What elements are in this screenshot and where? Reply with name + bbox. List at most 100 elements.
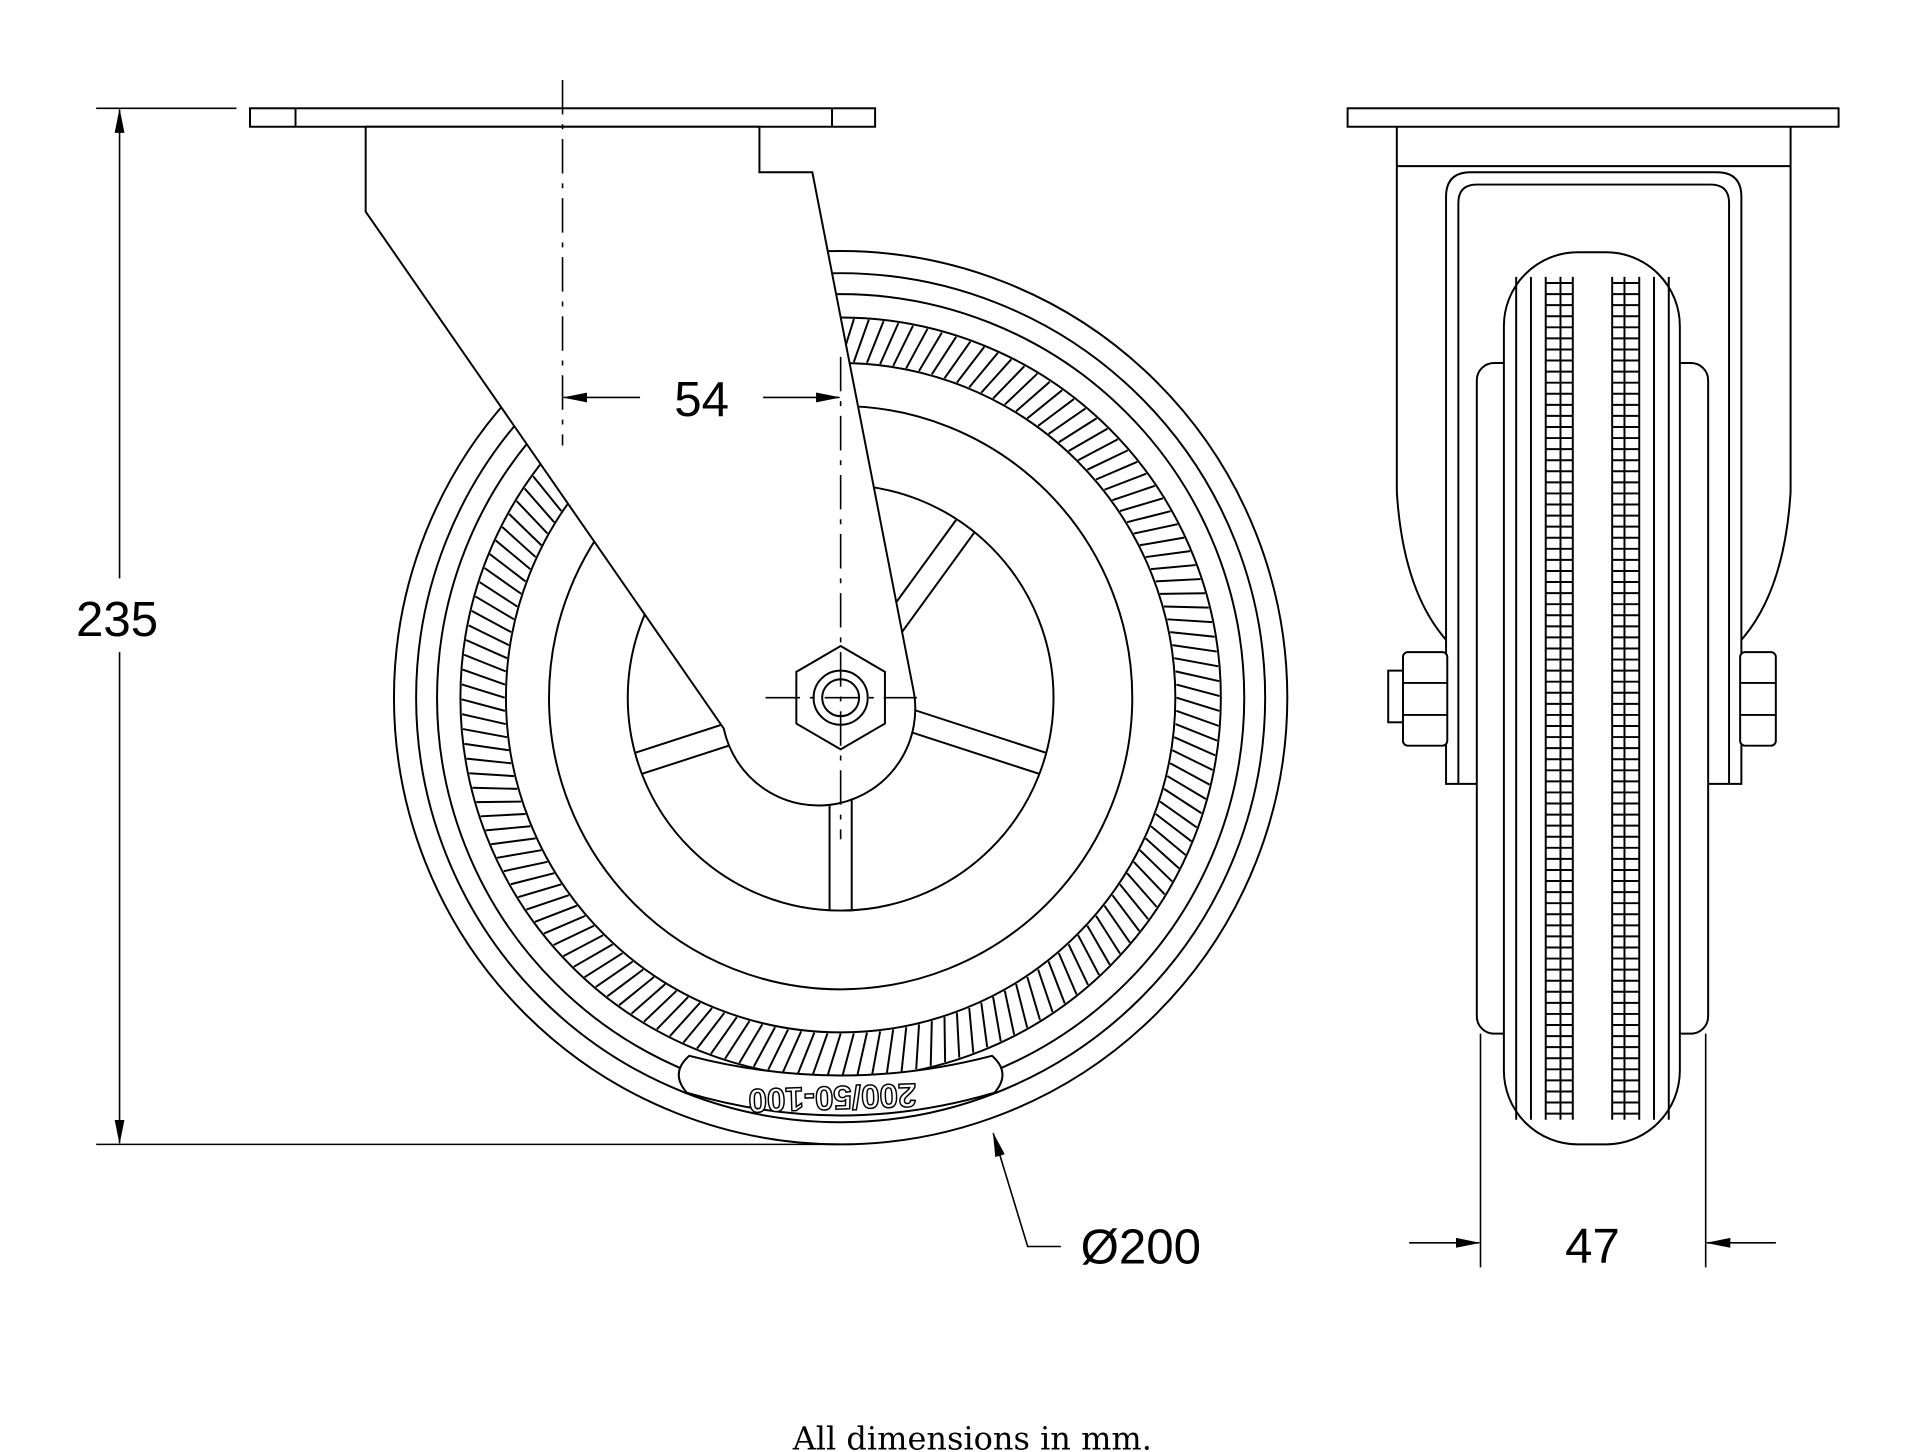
hatch-line xyxy=(1145,837,1180,870)
side-view: 200/50-100 xyxy=(249,79,1289,1146)
hatch-line xyxy=(752,1026,776,1068)
hatch-line xyxy=(992,996,1002,1042)
hatch-line xyxy=(466,757,512,765)
hatch-line xyxy=(1119,883,1149,920)
hatch-line xyxy=(463,653,507,673)
hatch-line xyxy=(495,539,531,570)
hatch-line xyxy=(1176,696,1220,712)
hatch-line xyxy=(1095,915,1121,955)
hatch-line xyxy=(510,872,555,886)
hatch-line xyxy=(630,983,666,1015)
hatch-line xyxy=(489,553,527,583)
hatch-line xyxy=(1077,934,1100,976)
units-note: All dimensions in mm. xyxy=(792,1420,1152,1452)
hatch-line xyxy=(724,1020,751,1060)
hatch-line xyxy=(1126,872,1158,908)
hatch-line xyxy=(501,526,537,558)
hatch-line xyxy=(930,336,958,375)
hatch-line xyxy=(483,567,522,595)
hatch-line xyxy=(1155,813,1193,843)
hatch-line xyxy=(480,812,526,818)
hatch-line xyxy=(656,996,689,1030)
hatch-line xyxy=(1086,925,1111,966)
hatch-line xyxy=(841,1033,855,1077)
hatch-line xyxy=(474,595,515,621)
hatch-line xyxy=(956,346,986,384)
hatch-line xyxy=(1171,749,1214,771)
hatch-line xyxy=(992,365,1026,400)
hatch-line xyxy=(1139,536,1185,547)
hatch-line xyxy=(562,934,604,957)
hatch-line xyxy=(584,952,623,978)
hatch-line xyxy=(1150,825,1187,856)
hatch-line xyxy=(1172,644,1217,653)
hatch-line xyxy=(1103,905,1131,944)
hatch-line xyxy=(892,325,914,367)
hatch-line xyxy=(1175,670,1220,683)
hatch-line xyxy=(1174,657,1219,668)
hatch-line xyxy=(476,800,522,804)
hatch-line xyxy=(534,904,578,923)
hatch-line xyxy=(472,786,518,790)
hatch-line xyxy=(618,976,655,1006)
hatch-line xyxy=(1163,788,1203,815)
height-value: 235 xyxy=(76,592,158,647)
hatch-line xyxy=(1167,618,1213,624)
hatch-line xyxy=(1104,472,1147,491)
offset-value: 54 xyxy=(674,372,729,427)
hatch-line xyxy=(526,894,570,911)
hatch-line xyxy=(929,1021,933,1066)
hatch-line xyxy=(900,1027,908,1072)
hatch-line xyxy=(682,1007,713,1044)
centerlines xyxy=(561,79,917,840)
front-tyre xyxy=(1502,251,1681,1146)
hatch-line xyxy=(468,624,510,647)
hatch-line xyxy=(1015,380,1051,412)
hatch-line xyxy=(943,1017,947,1063)
hatch-line xyxy=(1077,438,1119,462)
hatch-line xyxy=(508,513,543,546)
hatch-line xyxy=(1058,417,1098,444)
hatch-line xyxy=(915,1024,921,1070)
hatch-line xyxy=(1173,736,1216,757)
front-top-plate xyxy=(1346,107,1840,128)
hatch-line xyxy=(1048,407,1087,435)
hatch-line xyxy=(1176,683,1220,698)
hatch-line xyxy=(710,1016,738,1055)
hatch-line xyxy=(1169,762,1211,786)
hatch-line xyxy=(464,742,510,752)
hatch-line xyxy=(1133,861,1166,896)
hatch-line xyxy=(532,475,563,512)
hatch-line xyxy=(905,328,929,369)
hatch-line xyxy=(461,683,506,699)
dimension-width: 47 xyxy=(1409,1033,1776,1274)
hatch-line xyxy=(485,825,531,832)
spoke-line xyxy=(890,701,1046,754)
hatch-line xyxy=(496,849,542,859)
hatch-line xyxy=(1133,523,1178,535)
hatch-line xyxy=(462,668,506,686)
hatch-line xyxy=(852,319,870,363)
hatch-line xyxy=(543,914,586,935)
hatch-line xyxy=(918,331,943,372)
hatch-line xyxy=(595,960,634,988)
dimension-offset: 54 xyxy=(562,372,841,427)
hatch-line xyxy=(1003,990,1016,1035)
hatch-line xyxy=(1150,564,1196,571)
dimension-diameter: Ø200 xyxy=(992,1132,1201,1275)
hatch-line xyxy=(462,728,508,739)
hatch-line xyxy=(1111,894,1141,932)
hatch-line xyxy=(573,943,614,968)
front-view xyxy=(1346,107,1840,1146)
hatch-line xyxy=(1155,578,1201,583)
hatch-line xyxy=(871,1031,882,1076)
hatch-line xyxy=(796,1032,816,1075)
hatch-line xyxy=(980,1002,989,1048)
hatch-line xyxy=(1047,961,1066,1004)
hatch-line xyxy=(811,1033,829,1077)
hatch-line xyxy=(866,320,885,364)
hatch-line xyxy=(1175,709,1219,727)
hatch-line xyxy=(1095,460,1138,481)
